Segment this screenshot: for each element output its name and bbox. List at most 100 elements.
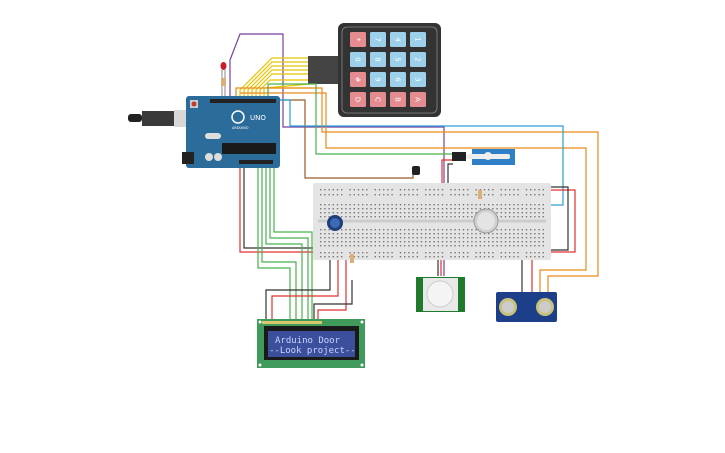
breadboard-hole (462, 204, 465, 206)
ultrasonic-sensor[interactable] (496, 292, 557, 322)
breadboard-hole (433, 256, 435, 258)
piezo-buzzer[interactable] (473, 208, 499, 234)
breadboard-hole (336, 212, 339, 214)
wire-black-lcd[interactable] (265, 260, 331, 320)
resistor-breadboard[interactable] (478, 190, 482, 199)
keypad-key[interactable]: B (390, 92, 406, 107)
keypad-key[interactable]: A (410, 92, 426, 107)
breadboard-hole (336, 208, 339, 210)
breadboard-hole (387, 233, 389, 235)
keypad-key[interactable]: * (350, 32, 366, 47)
breadboard-hole (492, 241, 494, 243)
keypad-key[interactable]: 4 (390, 32, 406, 47)
keypad-key-label: C (374, 97, 382, 102)
keypad-key-label: 3 (414, 77, 422, 81)
wire-red-lcd2[interactable] (317, 260, 347, 320)
breadboard-hole (450, 237, 452, 239)
temperature-sensor[interactable] (412, 166, 420, 175)
wire-orange-2[interactable] (240, 92, 587, 292)
keypad-key[interactable]: 8 (370, 52, 386, 67)
lcd-16x2[interactable]: Arduino Door --Look project-- (257, 319, 365, 368)
breadboard-hole (399, 252, 402, 254)
breadboard-hole (378, 256, 381, 258)
keypad-key[interactable]: 7 (370, 32, 386, 47)
breadboard-hole (408, 208, 410, 210)
keypad-key[interactable]: D (350, 92, 366, 107)
wire-red-servo[interactable] (441, 159, 453, 190)
breadboard-hole (538, 245, 540, 247)
wire-blue[interactable] (276, 99, 564, 206)
breadboard-hole (399, 245, 402, 247)
breadboard-hole (483, 194, 486, 196)
breadboard-hole (513, 204, 515, 206)
keypad-key[interactable]: 0 (350, 52, 366, 67)
breadboard-hole (412, 256, 414, 258)
wire-black-rail[interactable] (535, 186, 569, 251)
breadboard-hole (383, 204, 385, 206)
breadboard-hole (320, 241, 322, 243)
breadboard-hole (399, 212, 402, 214)
breadboard-hole (362, 189, 364, 191)
wire-black-power[interactable] (243, 168, 318, 249)
wires-lcd-data[interactable] (257, 168, 313, 320)
breadboard-hole (374, 208, 376, 210)
servo-motor[interactable] (452, 149, 515, 165)
breadboard-hole (538, 252, 540, 254)
breadboard-hole (534, 194, 536, 196)
breadboard-hole (534, 245, 536, 247)
breadboard-hole (454, 208, 456, 210)
wire-green-servo[interactable] (267, 83, 452, 155)
wire-red-power[interactable] (239, 168, 325, 253)
breadboard-hole (357, 194, 360, 196)
breadboard-hole (412, 216, 414, 218)
breadboard-hole (450, 189, 452, 191)
breadboard-hole (370, 212, 372, 214)
wire-purple-led[interactable] (229, 33, 284, 100)
breadboard-hole (387, 216, 389, 218)
reset-button[interactable] (191, 101, 197, 107)
resistor-lcd[interactable] (350, 254, 354, 263)
breadboard-hole (458, 189, 460, 191)
keypad-key[interactable]: C (370, 92, 386, 107)
pir-sensor[interactable] (416, 277, 465, 312)
keypad-key[interactable]: 2 (410, 52, 426, 67)
breadboard-hole (362, 229, 364, 231)
keypad-key[interactable]: 1 (410, 32, 426, 47)
breadboard-hole (429, 252, 431, 254)
arduino-uno[interactable]: ARDUINO UNO (128, 96, 280, 168)
keypad-key-label: 7 (374, 37, 382, 41)
breadboard-hole (530, 256, 532, 258)
breadboard-hole (475, 229, 477, 231)
keypad-key[interactable]: 6 (390, 72, 406, 87)
breadboard-hole (530, 252, 532, 254)
breadboard-hole (433, 229, 435, 231)
breadboard-hole (383, 189, 385, 191)
wire-black-servo[interactable] (447, 163, 453, 190)
breadboard-hole (437, 233, 439, 235)
wire-orange-1[interactable] (235, 87, 599, 292)
breadboard-hole (446, 208, 448, 210)
breadboard-hole (336, 189, 339, 191)
breadboard-hole (336, 245, 339, 247)
wire-red-rail[interactable] (535, 189, 576, 253)
wire-black-lcd2[interactable] (313, 280, 353, 320)
resistor[interactable] (221, 78, 226, 86)
wire-brown[interactable] (272, 99, 414, 179)
keypad-key[interactable]: # (350, 72, 366, 87)
led-red[interactable] (220, 62, 227, 96)
breadboard-hole (492, 256, 494, 258)
potentiometer[interactable] (327, 215, 343, 231)
breadboard-hole (387, 212, 389, 214)
breadboard-hole (416, 204, 418, 206)
wire-red-lcd[interactable] (271, 260, 339, 320)
keypad-key[interactable]: 5 (390, 52, 406, 67)
breadboard-hole (504, 256, 507, 258)
wires-keypad[interactable] (239, 57, 311, 97)
breadboard-hole (458, 256, 460, 258)
keypad-key[interactable]: 3 (410, 72, 426, 87)
breadboard-hole (328, 237, 330, 239)
breadboard-hole (513, 245, 515, 247)
breadboard-hole (387, 208, 389, 210)
keypad-key[interactable]: 9 (370, 72, 386, 87)
